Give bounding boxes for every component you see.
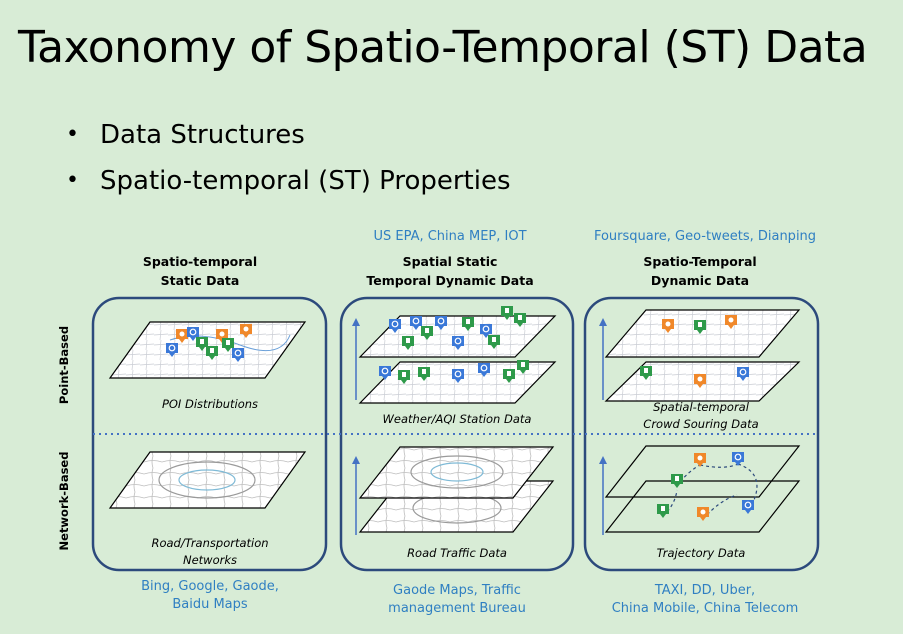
bullet-item: • Data Structures [62, 112, 511, 158]
source-line: TAXI, DD, Uber, [654, 583, 756, 598]
bullet-icon: • [66, 122, 79, 147]
source-line: Bing, Google, Gaode, [141, 579, 279, 594]
trajectory-orange-marker-icon [694, 453, 706, 467]
crowd-sourcing-layers [599, 309, 801, 402]
source-line: Gaode Maps, Traffic [393, 583, 521, 598]
column-title-line: Spatio-temporal [142, 254, 258, 269]
source-line: China Mobile, China Telecom [611, 601, 799, 616]
source-spatial-static-top: US EPA, China MEP, IOT [373, 229, 527, 244]
trajectory-orange-marker-icon [697, 507, 709, 521]
column-title-static: Spatio-temporal Static Data [110, 252, 290, 290]
time-axis-arrowhead-icon [599, 456, 607, 464]
bullet-list: • Data Structures • Spatio-temporal (ST) P… [62, 112, 511, 204]
source-dynamic-top: Foursquare, Geo-tweets, Dianping [593, 229, 817, 244]
time-axis-arrowhead-icon [599, 318, 607, 326]
bullet-item: • Spatio-temporal (ST) Properties [62, 158, 511, 204]
column-title-dynamic: Spatio-Temporal Dynamic Data [600, 252, 800, 290]
station-data-layers [352, 306, 557, 404]
column-title-spatial-static: Spatial Static Temporal Dynamic Data [350, 252, 550, 290]
source-dynamic-bottom: TAXI, DD, Uber, China Mobile, China Tele… [585, 582, 825, 618]
source-line: Baidu Maps [172, 597, 248, 612]
road-network-layer [108, 451, 307, 509]
trajectory-layers [599, 445, 801, 535]
caption-trajectory: Trajectory Data [656, 546, 746, 560]
caption-line: Crowd Souring Data [643, 417, 759, 431]
column-title-line: Spatial Static [402, 254, 498, 269]
bullet-text: Data Structures [100, 120, 305, 150]
source-static-bottom: Bing, Google, Gaode, Baidu Maps [110, 578, 310, 614]
time-axis-arrowhead-icon [352, 456, 360, 464]
caption-crowd-sourcing: Spatial-temporal Crowd Souring Data [601, 399, 801, 433]
row-label-point: Point-Based [57, 325, 71, 405]
slide-title: Taxonomy of Spatio-Temporal (ST) Data [18, 22, 868, 73]
trajectory-green-marker-icon [657, 504, 669, 518]
trajectory-green-marker-icon [671, 474, 683, 488]
column-title-line: Temporal Dynamic Data [366, 273, 534, 288]
bullet-icon: • [66, 168, 79, 193]
column-title-line: Static Data [160, 273, 240, 288]
column-title-line: Dynamic Data [650, 273, 750, 288]
poi-map-layer [108, 321, 307, 379]
trajectory-blue-marker-icon [731, 451, 745, 467]
road-traffic-layers [352, 446, 555, 535]
caption-poi: POI Distributions [161, 397, 259, 411]
caption-road-traffic: Road Traffic Data [407, 546, 507, 560]
row-label-network: Network-Based [57, 451, 71, 551]
time-axis-arrowhead-icon [352, 318, 360, 326]
caption-line: Spatial-temporal [653, 400, 749, 414]
caption-line: Networks [182, 553, 237, 567]
column-title-line: Spatio-Temporal [643, 254, 757, 269]
source-spatial-static-bottom: Gaode Maps, Traffic management Bureau [357, 582, 557, 618]
caption-station-data: Weather/AQI Station Data [382, 412, 532, 426]
caption-line: Road/Transportation [151, 536, 269, 550]
trajectory-blue-marker-icon [741, 499, 755, 515]
caption-road-networks: Road/Transportation Networks [110, 535, 310, 569]
bullet-text: Spatio-temporal (ST) Properties [100, 166, 511, 196]
source-line: management Bureau [388, 601, 526, 616]
